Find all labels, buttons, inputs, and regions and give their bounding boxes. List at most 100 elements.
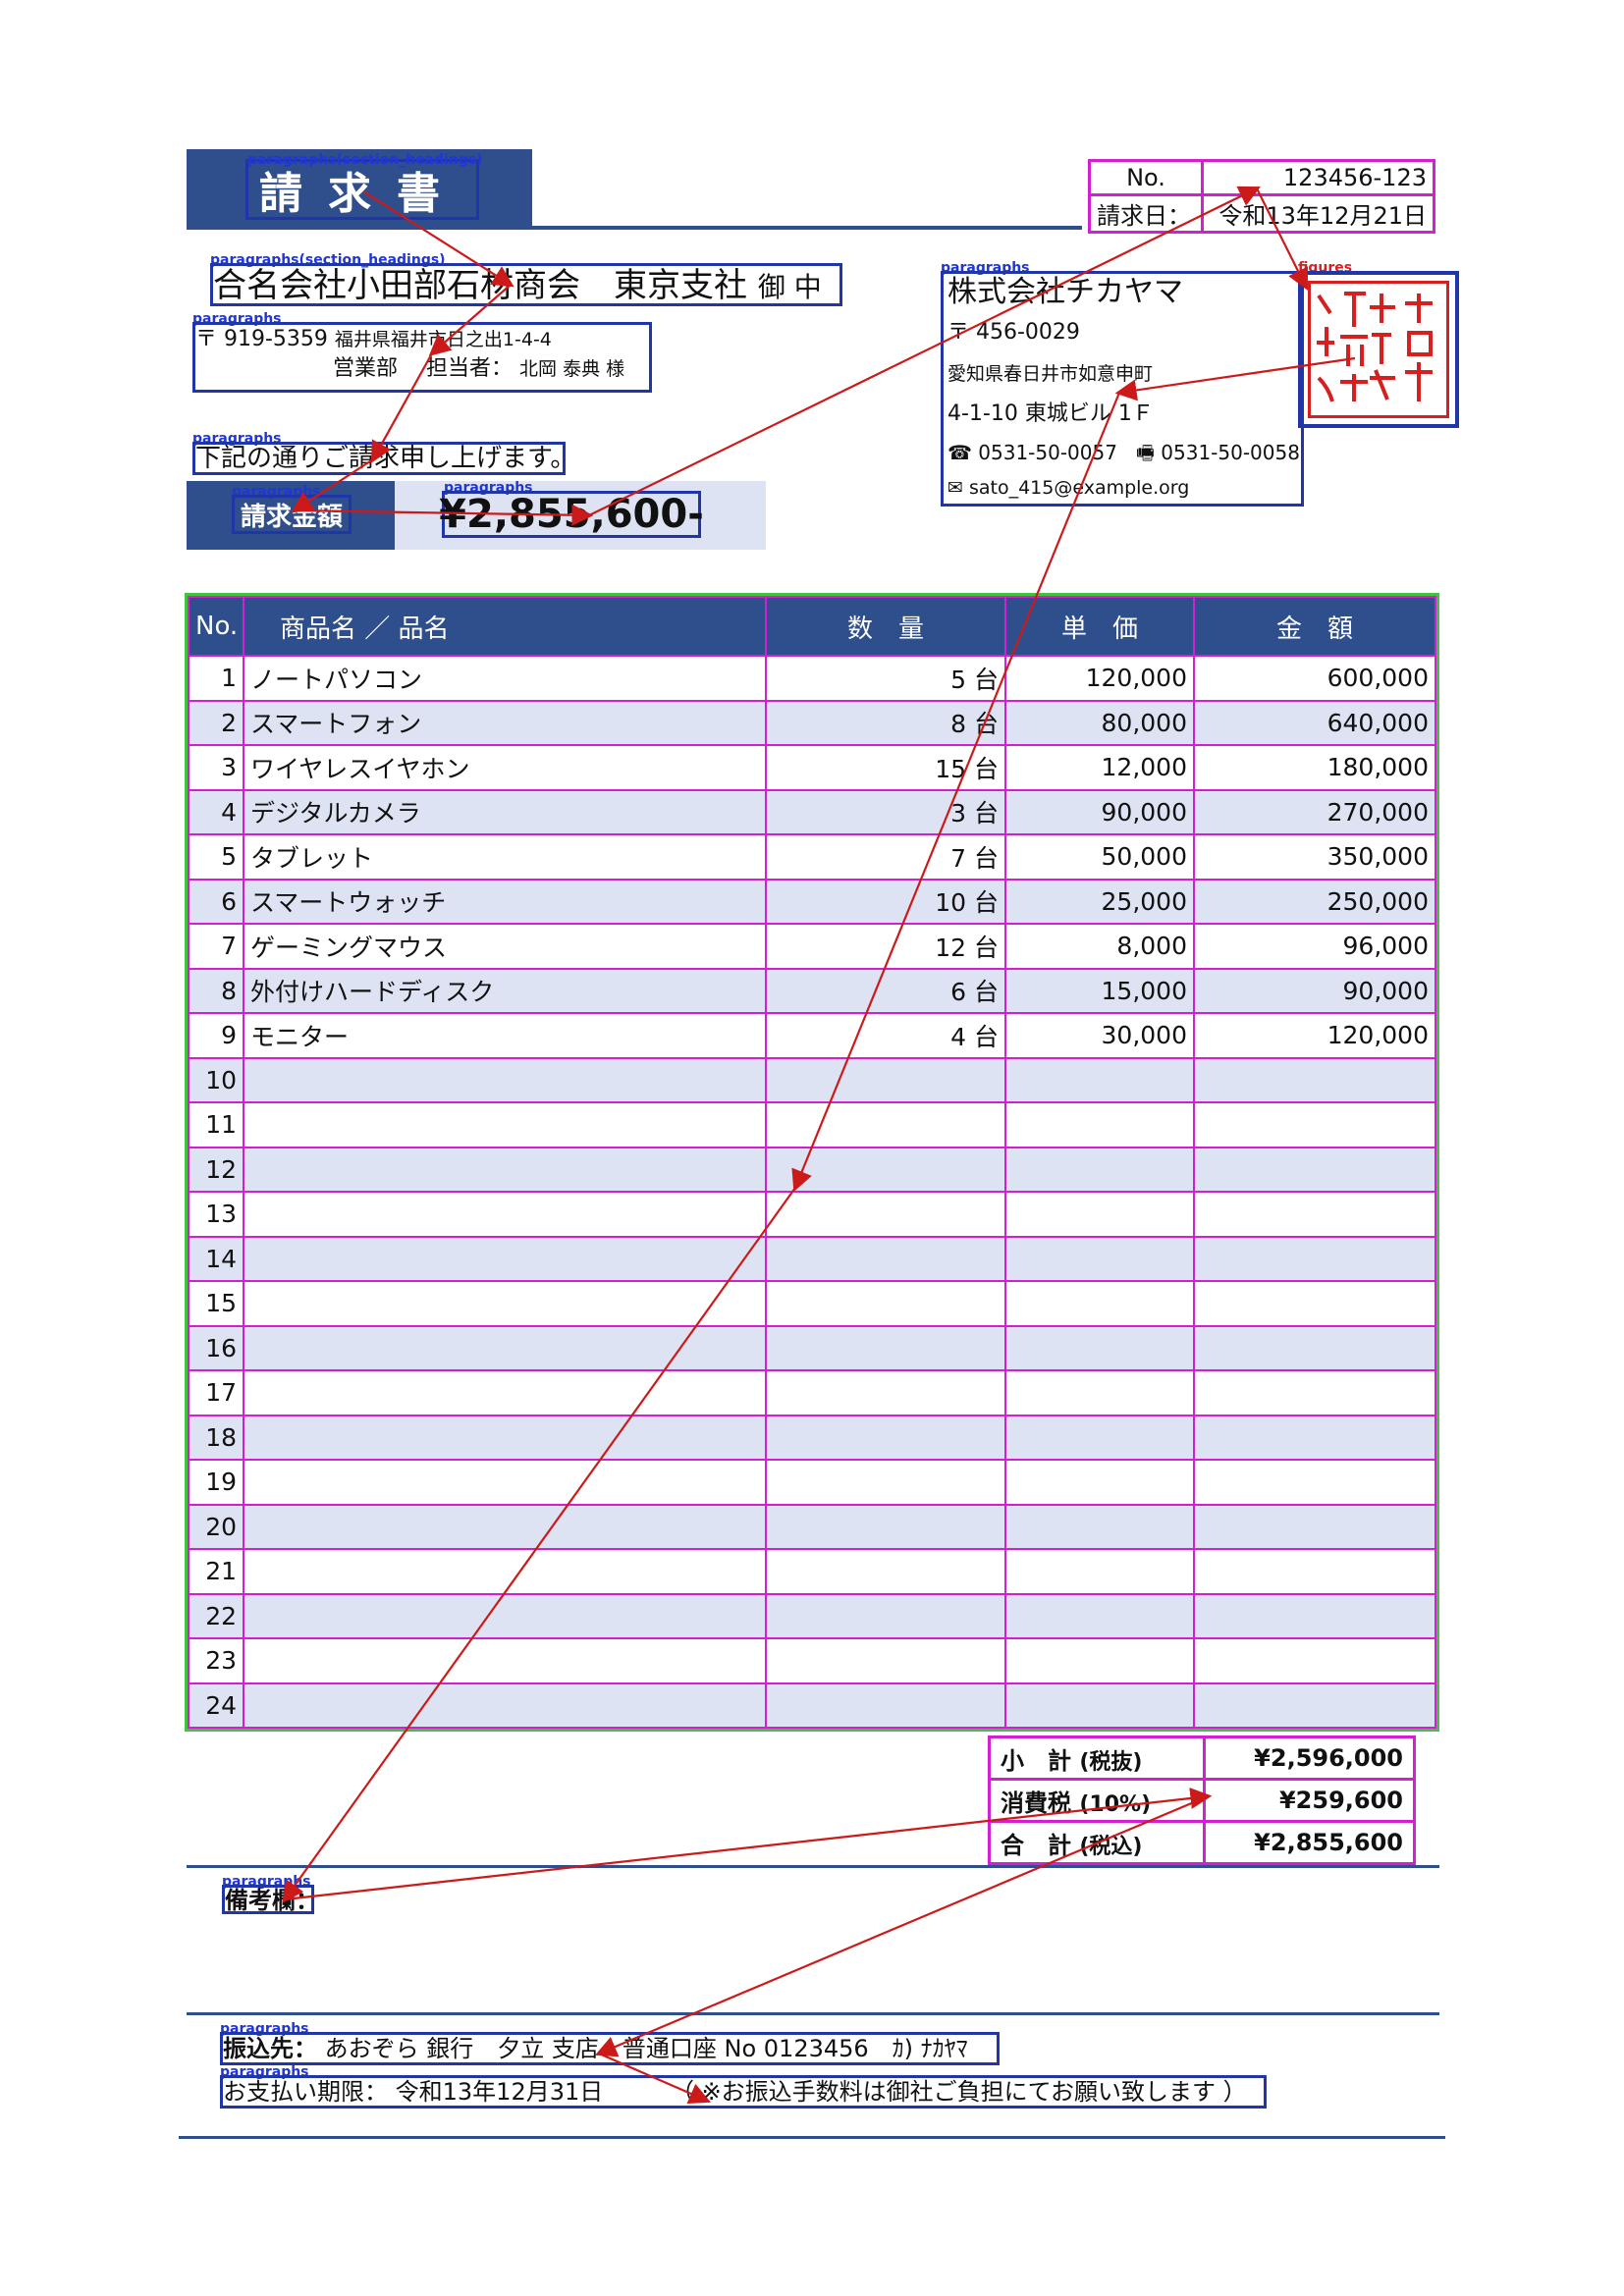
cell-amount [1193, 1637, 1436, 1684]
cell-qty [765, 1056, 1006, 1103]
divider [187, 1865, 1439, 1868]
tax-value: ¥259,600 [1203, 1778, 1416, 1823]
recipient-department: 営業部 [333, 356, 399, 381]
cell-price [1004, 1459, 1195, 1506]
recipient-contact-name: 北岡 泰典 様 [519, 358, 625, 380]
cell-no: 14 [188, 1235, 244, 1282]
bank-value: あおぞら 銀行 夕立 支店 普通口座 No 0123456 ｶ) ﾅｶﾔﾏ [324, 2035, 968, 2062]
amount-value: ¥2,855,600- [439, 491, 704, 538]
cell-no: 6 [188, 878, 244, 925]
table-row: 18 [188, 1414, 1436, 1461]
cell-name [243, 1592, 767, 1639]
recipient-contact-label: 担当者： [426, 356, 514, 381]
cell-qty: 6 台 [765, 967, 1006, 1014]
cell-name: モニター [243, 1012, 767, 1059]
cell-qty [765, 1369, 1006, 1416]
cell-no: 21 [188, 1548, 244, 1595]
table-row: 15 [188, 1280, 1436, 1327]
cell-no: 24 [188, 1682, 244, 1729]
cell-amount [1193, 1459, 1436, 1506]
table-row: 24 [188, 1682, 1436, 1729]
issuer-tel: ☎ 0531-50-0057 [947, 441, 1117, 464]
table-row: 21 [188, 1548, 1436, 1595]
issuer-company: 株式会社チカヤマ [947, 275, 1183, 309]
table-row: 16 [188, 1324, 1436, 1371]
cell-price [1004, 1369, 1195, 1416]
cell-name [243, 1682, 767, 1729]
cell-amount: 270,000 [1193, 788, 1436, 835]
cell-name [243, 1146, 767, 1193]
cell-no: 20 [188, 1503, 244, 1550]
cell-no: 13 [188, 1191, 244, 1238]
cell-qty: 3 台 [765, 788, 1006, 835]
bank-info: 振込先： あおぞら 銀行 夕立 支店 普通口座 No 0123456 ｶ) ﾅｶ… [220, 2032, 1000, 2065]
table-row: 17 [188, 1369, 1436, 1416]
cell-price [1004, 1056, 1195, 1103]
cell-amount: 90,000 [1193, 967, 1436, 1014]
cell-name: ワイヤレスイヤホン [243, 744, 767, 791]
cell-no: 1 [188, 655, 244, 702]
cell-qty [765, 1101, 1006, 1148]
cell-qty [765, 1235, 1006, 1282]
cell-price: 25,000 [1004, 878, 1195, 925]
cell-amount [1193, 1369, 1436, 1416]
cell-no: 15 [188, 1280, 244, 1327]
cell-no: 23 [188, 1637, 244, 1684]
header-amount: 金 額 [1193, 596, 1436, 657]
document-title: 請求書 [245, 159, 479, 220]
cell-amount: 96,000 [1193, 923, 1436, 970]
cell-price: 8,000 [1004, 923, 1195, 970]
issuer-email: ✉ sato_415@example.org [947, 477, 1190, 499]
cell-price [1004, 1503, 1195, 1550]
cell-qty: 8 台 [765, 699, 1006, 746]
cell-amount [1193, 1503, 1436, 1550]
cell-qty [765, 1459, 1006, 1506]
cell-price: 15,000 [1004, 967, 1195, 1014]
cell-amount [1193, 1592, 1436, 1639]
subtotal-row: 小 計 (税抜) ¥2,596,000 [988, 1735, 1416, 1781]
cell-no: 10 [188, 1056, 244, 1103]
table-row: 23 [188, 1637, 1436, 1684]
cell-amount [1193, 1280, 1436, 1327]
company-seal [1298, 271, 1459, 428]
total-row: 合 計 (税込) ¥2,855,600 [988, 1820, 1416, 1865]
tax-label: 消費税 [1001, 1789, 1071, 1817]
cell-no: 7 [188, 923, 244, 970]
cell-no: 8 [188, 967, 244, 1014]
cell-amount: 640,000 [1193, 699, 1436, 746]
subtotal-value: ¥2,596,000 [1203, 1735, 1416, 1781]
issuer-address2: 4-1-10 東城ビル 1Ｆ [947, 401, 1154, 426]
remarks-label: 備考欄： [222, 1885, 319, 1914]
cell-price: 90,000 [1004, 788, 1195, 835]
header-no: No. [188, 596, 244, 657]
seal-frame [1308, 281, 1449, 418]
amount-label: 請求金額 [232, 495, 352, 534]
cell-name [243, 1369, 767, 1416]
cell-price [1004, 1682, 1195, 1729]
cell-price [1004, 1592, 1195, 1639]
cell-name: タブレット [243, 833, 767, 881]
cell-amount [1193, 1101, 1436, 1148]
cell-price [1004, 1637, 1195, 1684]
header-name: 商品名 ／ 品名 [243, 596, 767, 657]
cell-no: 18 [188, 1414, 244, 1461]
cell-name [243, 1503, 767, 1550]
annotation-label: paragraphs(section_headings) [247, 152, 483, 168]
cell-no: 16 [188, 1324, 244, 1371]
recipient-postal: 〒 919-5359 [195, 327, 328, 351]
issuer-postal: 〒 456-0029 [947, 320, 1080, 345]
table-row: 13 [188, 1191, 1436, 1238]
recipient-name: 合名会社小田部石材商会 東京支社 御 中 [210, 263, 842, 306]
cell-qty: 10 台 [765, 878, 1006, 925]
cell-qty [765, 1324, 1006, 1371]
cell-qty: 7 台 [765, 833, 1006, 881]
recipient-address: 福井県福井市日之出1-4-4 [334, 329, 552, 350]
cell-price: 30,000 [1004, 1012, 1195, 1059]
cell-price [1004, 1191, 1195, 1238]
cell-qty [765, 1503, 1006, 1550]
invoice-no-label: No. [1088, 159, 1204, 196]
